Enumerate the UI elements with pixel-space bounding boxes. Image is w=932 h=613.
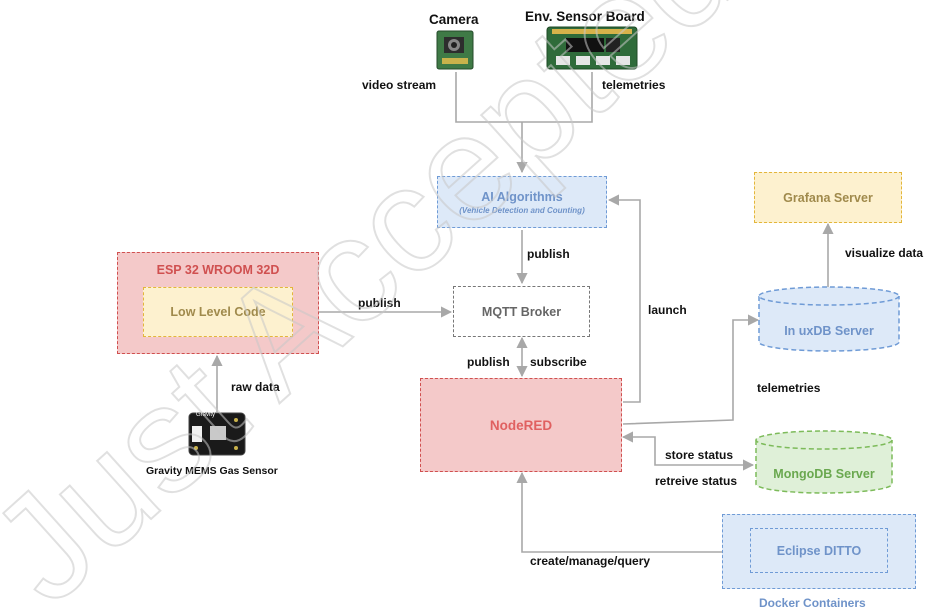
label-telemetries-influx: telemetries [757, 381, 821, 395]
label-visualize-data: visualize data [845, 246, 924, 260]
low-level-code-title: Low Level Code [170, 305, 266, 319]
edge-nodered-to-influx [622, 314, 760, 425]
edge-camera-to-ai [455, 72, 522, 123]
eclipse-ditto-title: Eclipse DITTO [776, 543, 862, 558]
mqtt-broker-node[interactable]: MQTT Broker [453, 286, 590, 337]
label-video-stream: video stream [362, 78, 437, 92]
nodered-title: NodeRED [489, 417, 553, 433]
label-create-manage-query: create/manage/query [530, 554, 651, 568]
label-subscribe: subscribe [530, 355, 587, 369]
env-sensor-image [546, 26, 638, 75]
mongodb-server-node[interactable]: MongoDB Server [755, 430, 893, 494]
camera-image [436, 30, 474, 75]
low-level-code-node[interactable]: Low Level Code [143, 287, 293, 337]
esp32-title: ESP 32 WROOM 32D [156, 263, 280, 277]
ai-algorithms-title: AI Algorithms [481, 189, 563, 204]
ai-algorithms-node[interactable]: AI Algorithms (Vehicle Detection and Cou… [437, 176, 607, 228]
docker-containers-title: Docker Containers [759, 596, 866, 610]
label-launch: launch [648, 303, 687, 317]
gas-sensor-chip-text: Gravity [196, 412, 216, 418]
nodered-node[interactable]: NodeRED [420, 378, 622, 472]
label-store-status: store status [665, 448, 734, 462]
edge-nodered-launch-ai [607, 194, 641, 403]
gas-sensor-image: Gravity [188, 412, 246, 461]
edge-nodered-ditto [516, 471, 750, 558]
docker-containers-group[interactable] [722, 514, 916, 589]
ai-algorithms-subtitle: (Vehicle Detection and Counting) [459, 205, 585, 215]
label-publish-ai: publish [527, 247, 570, 261]
influxdb-server-title: In uxDB Server [784, 324, 874, 338]
influxdb-server-node[interactable]: In uxDB Server [758, 286, 900, 352]
env-sensor-label: Env. Sensor Board [525, 9, 645, 24]
label-retrieve-status: retreive status [655, 474, 738, 488]
camera-label: Camera [429, 12, 479, 27]
grafana-server-node[interactable]: Grafana Server [754, 172, 902, 223]
mongodb-server-title: MongoDB Server [773, 467, 875, 481]
edge-env-to-ai [522, 72, 593, 123]
label-publish-esp: publish [358, 296, 401, 310]
gas-sensor-label: Gravity MEMS Gas Sensor [146, 465, 278, 477]
label-raw-data: raw data [231, 380, 280, 394]
label-telemetries-top: telemetries [602, 78, 666, 92]
edge-nodered-mongo [621, 431, 755, 471]
label-publish-mqtt: publish [467, 355, 510, 369]
mqtt-broker-title: MQTT Broker [481, 304, 562, 319]
grafana-server-title: Grafana Server [783, 190, 873, 205]
eclipse-ditto-node[interactable]: Eclipse DITTO [750, 528, 888, 573]
